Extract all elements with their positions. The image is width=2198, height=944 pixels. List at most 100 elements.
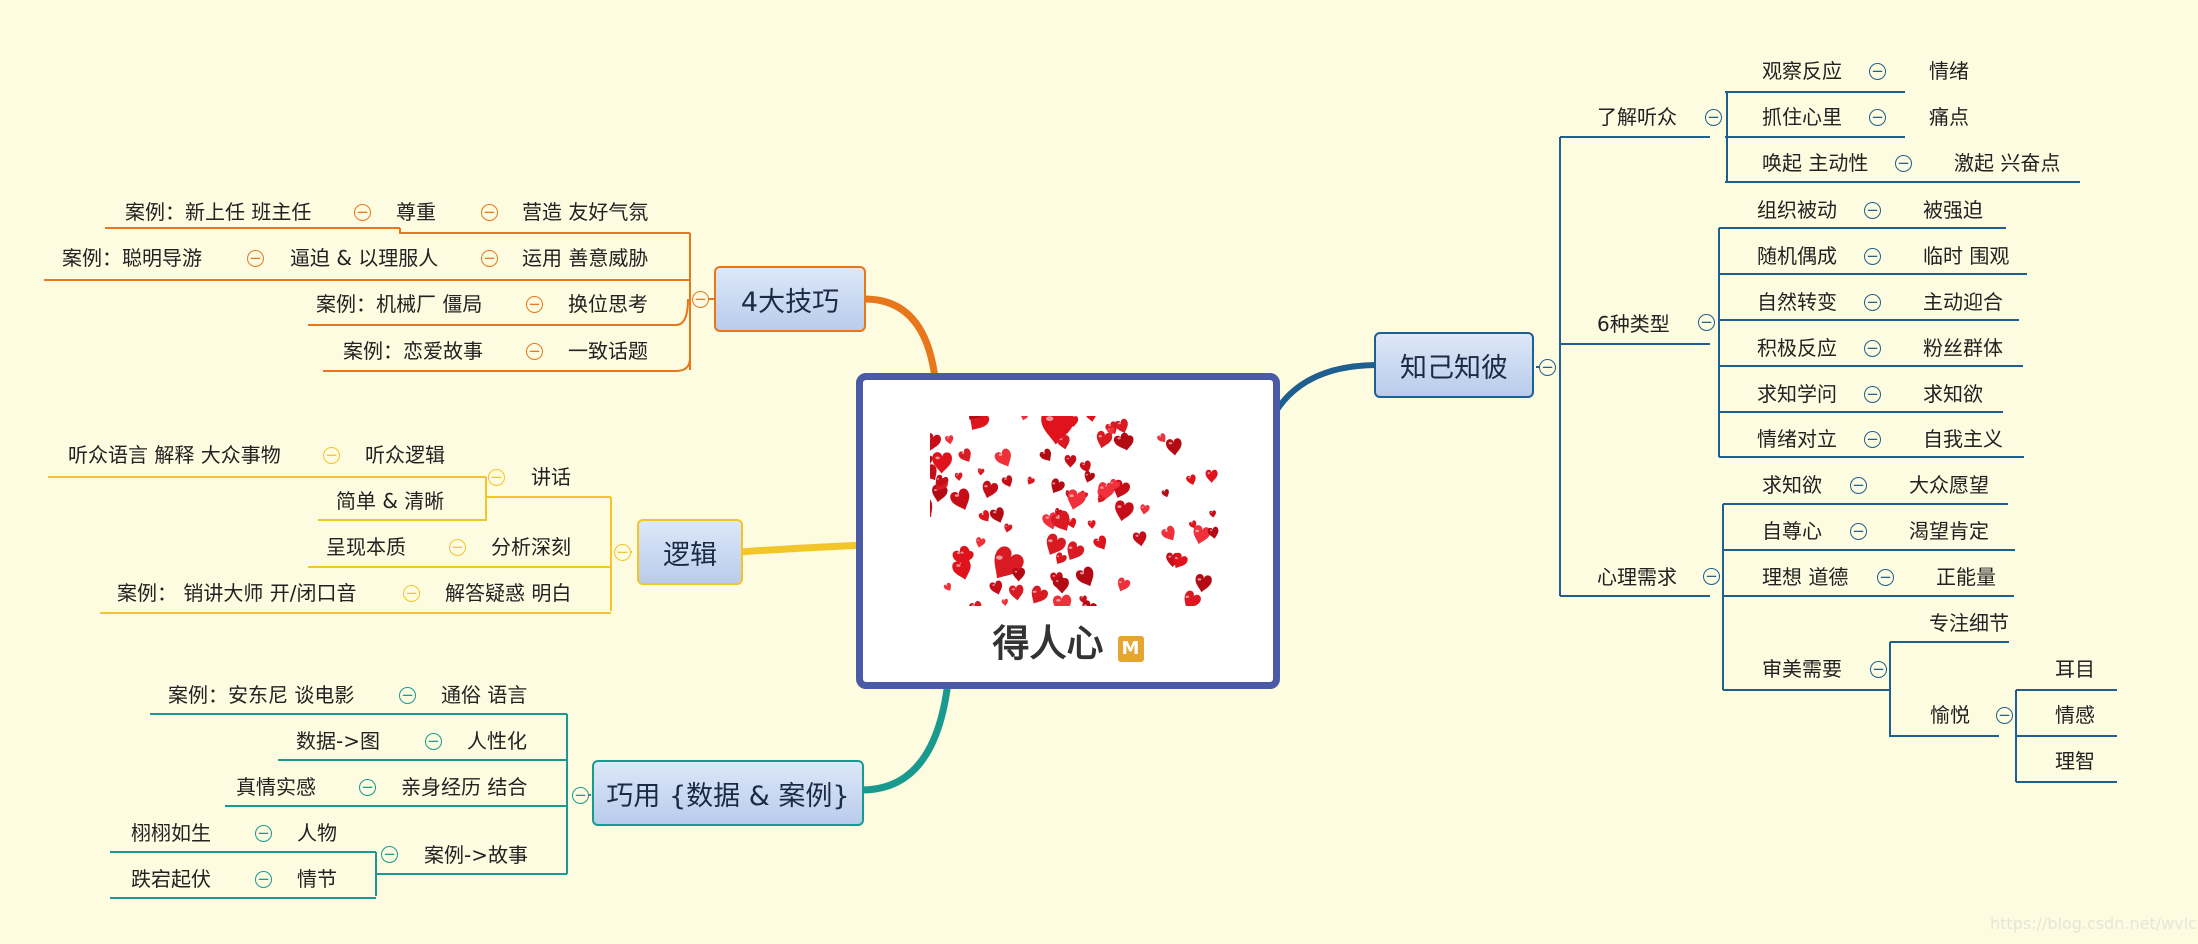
collapse-icon[interactable]: − [692, 291, 709, 308]
know-result[interactable]: 求知欲 [1923, 382, 1983, 406]
know-item[interactable]: 情绪对立 [1757, 427, 1837, 451]
usage-item[interactable]: 情节 [297, 867, 337, 891]
logic-item[interactable]: 讲话 [531, 465, 571, 489]
know-item[interactable]: 理想 道德 [1762, 565, 1849, 589]
know-item[interactable]: 愉悦 [1930, 703, 1970, 727]
collapse-icon[interactable]: − [614, 544, 631, 561]
collapse-icon[interactable]: − [481, 250, 498, 267]
skill-mid[interactable]: 尊重 [396, 200, 436, 224]
know-result[interactable]: 渴望肯定 [1909, 519, 1989, 543]
usage-note[interactable]: 跌宕起伏 [131, 867, 211, 891]
collapse-icon[interactable]: − [1864, 431, 1881, 448]
collapse-icon[interactable]: − [481, 204, 498, 221]
know-leaf[interactable]: 理智 [2055, 749, 2095, 773]
collapse-icon[interactable]: − [255, 871, 272, 888]
know-leaf[interactable]: 耳目 [2055, 657, 2095, 681]
know-item[interactable]: 求知学问 [1757, 382, 1837, 406]
know-item[interactable]: 求知欲 [1762, 473, 1822, 497]
collapse-icon[interactable]: − [488, 469, 505, 486]
know-item[interactable]: 积极反应 [1757, 336, 1837, 360]
know-item[interactable]: 组织被动 [1757, 198, 1837, 222]
usage-item[interactable]: 亲身经历 结合 [401, 775, 528, 799]
usage-item[interactable]: 通俗 语言 [441, 683, 528, 707]
collapse-icon[interactable]: − [526, 296, 543, 313]
know-category[interactable]: 心理需求 [1597, 565, 1677, 589]
collapse-icon[interactable]: − [572, 787, 589, 804]
collapse-icon[interactable]: − [354, 204, 371, 221]
usage-note[interactable]: 案例：安东尼 谈电影 [168, 683, 355, 707]
know-result[interactable]: 正能量 [1936, 565, 1996, 589]
collapse-icon[interactable]: − [381, 846, 398, 863]
know-result[interactable]: 自我主义 [1923, 427, 2003, 451]
skill-result[interactable]: 换位思考 [568, 292, 648, 316]
usage-note[interactable]: 栩栩如生 [131, 821, 211, 845]
collapse-icon[interactable]: − [323, 447, 340, 464]
collapse-icon[interactable]: − [403, 585, 420, 602]
know-result[interactable]: 大众愿望 [1909, 473, 1989, 497]
know-category[interactable]: 6种类型 [1597, 312, 1670, 336]
know-item[interactable]: 自尊心 [1762, 519, 1822, 543]
know-item[interactable]: 抓住心里 [1762, 105, 1842, 129]
know-leaf[interactable]: 情感 [2055, 703, 2095, 727]
branch-logic[interactable]: 逻辑 [637, 519, 743, 585]
collapse-icon[interactable]: − [449, 539, 466, 556]
collapse-icon[interactable]: − [1870, 661, 1887, 678]
know-result[interactable]: 激起 兴奋点 [1954, 151, 2061, 175]
logic-note[interactable]: 听众语言 解释 大众事物 [68, 443, 281, 467]
skill-example[interactable]: 案例：机械厂 僵局 [316, 292, 483, 316]
logic-note[interactable]: 案例： 销讲大师 开/闭口音 [117, 581, 357, 605]
collapse-icon[interactable]: − [1850, 477, 1867, 494]
skill-result[interactable]: 运用 善意威胁 [522, 246, 649, 270]
know-item[interactable]: 审美需要 [1762, 657, 1842, 681]
logic-item[interactable]: 分析深刻 [491, 535, 571, 559]
collapse-icon[interactable]: − [1703, 568, 1720, 585]
usage-item[interactable]: 人性化 [467, 729, 527, 753]
usage-item[interactable]: 案例->故事 [424, 843, 528, 867]
logic-note[interactable]: 呈现本质 [326, 535, 406, 559]
skill-mid[interactable]: 逼迫 & 以理服人 [290, 246, 439, 270]
know-result[interactable]: 专注细节 [1929, 611, 2009, 635]
collapse-icon[interactable]: − [1864, 202, 1881, 219]
collapse-icon[interactable]: − [425, 733, 442, 750]
usage-item[interactable]: 人物 [297, 821, 337, 845]
know-result[interactable]: 情绪 [1929, 59, 1969, 83]
usage-note[interactable]: 真情实感 [236, 775, 316, 799]
branch-usage[interactable]: 巧用 {数据 & 案例} [592, 760, 864, 826]
skill-result[interactable]: 一致话题 [568, 339, 648, 363]
collapse-icon[interactable]: − [1705, 109, 1722, 126]
logic-item[interactable]: 听众逻辑 [365, 443, 445, 467]
collapse-icon[interactable]: − [1877, 569, 1894, 586]
collapse-icon[interactable]: − [1869, 109, 1886, 126]
skill-example[interactable]: 案例：新上任 班主任 [125, 200, 312, 224]
collapse-icon[interactable]: − [1864, 340, 1881, 357]
collapse-icon[interactable]: − [255, 825, 272, 842]
skill-example[interactable]: 案例：聪明导游 [62, 246, 202, 270]
know-result[interactable]: 临时 围观 [1923, 244, 2010, 268]
collapse-icon[interactable]: − [1698, 314, 1715, 331]
branch-know[interactable]: 知己知彼 [1374, 332, 1534, 398]
collapse-icon[interactable]: − [1895, 155, 1912, 172]
know-result[interactable]: 主动迎合 [1923, 290, 2003, 314]
collapse-icon[interactable]: − [247, 250, 264, 267]
collapse-icon[interactable]: − [1864, 248, 1881, 265]
know-result[interactable]: 痛点 [1929, 105, 1969, 129]
know-item[interactable]: 自然转变 [1757, 290, 1837, 314]
collapse-icon[interactable]: − [526, 343, 543, 360]
know-result[interactable]: 粉丝群体 [1923, 336, 2003, 360]
collapse-icon[interactable]: − [1869, 63, 1886, 80]
know-item[interactable]: 观察反应 [1762, 59, 1842, 83]
collapse-icon[interactable]: − [399, 687, 416, 704]
collapse-icon[interactable]: − [1864, 386, 1881, 403]
skill-example[interactable]: 案例：恋爱故事 [343, 339, 483, 363]
logic-item[interactable]: 解答疑惑 明白 [445, 581, 572, 605]
know-result[interactable]: 被强迫 [1923, 198, 1983, 222]
collapse-icon[interactable]: − [1850, 523, 1867, 540]
collapse-icon[interactable]: − [359, 779, 376, 796]
branch-4-skills[interactable]: 4大技巧 [714, 266, 866, 332]
collapse-icon[interactable]: − [1996, 707, 2013, 724]
know-item[interactable]: 唤起 主动性 [1762, 151, 1869, 175]
usage-note[interactable]: 数据->图 [296, 729, 380, 753]
collapse-icon[interactable]: − [1864, 294, 1881, 311]
logic-item[interactable]: 简单 & 清晰 [336, 489, 445, 513]
